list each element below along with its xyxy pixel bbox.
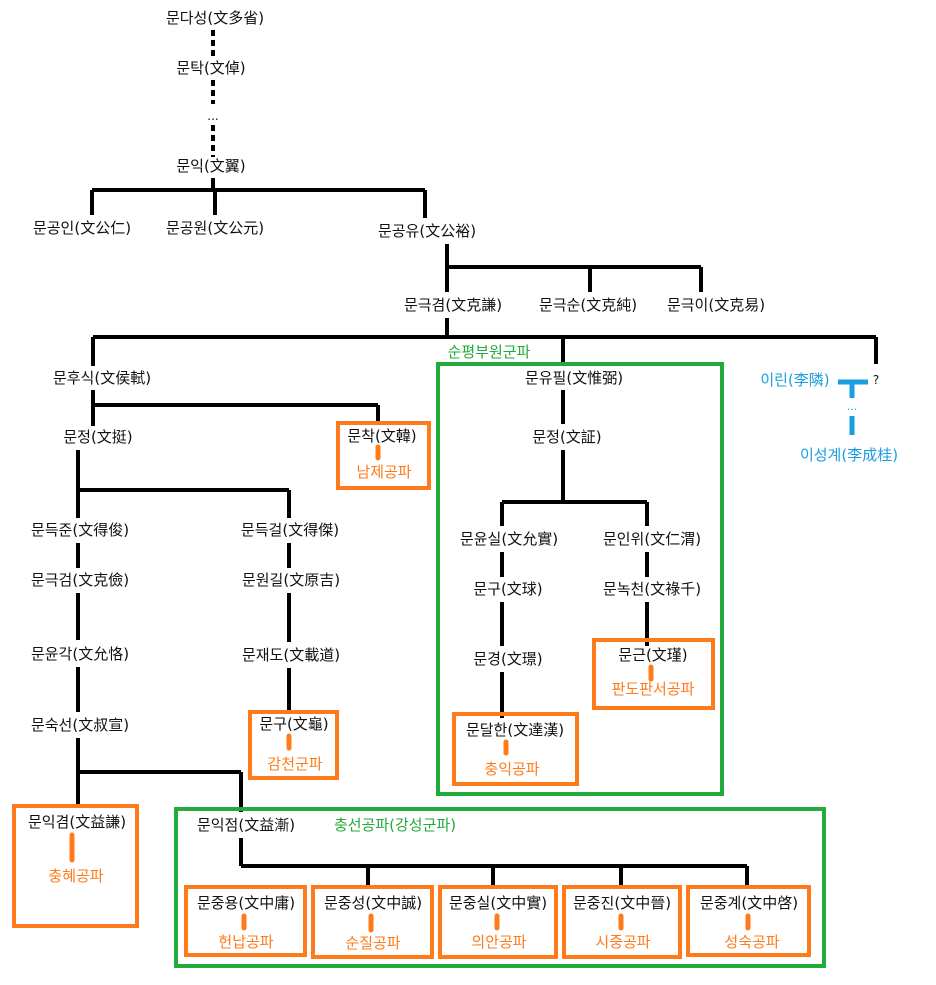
person-mun-junggye: 문중계(文中啓): [699, 894, 799, 912]
group-chungseon: 충선공파(강성군파): [333, 816, 457, 834]
person-mun-deukjun: 문득준(文得俊): [30, 521, 130, 539]
person-mun-jungseong: 문중성(文中誠): [323, 894, 423, 912]
branch-box-chungik: [452, 712, 579, 786]
group-boxes: [174, 362, 826, 968]
branch-box-uian: [438, 885, 558, 959]
person-mun-chak: 문착(文韓): [347, 427, 417, 445]
person-mun-dasung: 문다성(文多省): [165, 9, 265, 27]
branch-uian: 의안공파: [471, 933, 527, 951]
person-mun-jaedo: 문재도(文載道): [241, 646, 341, 664]
branch-box-sunjil: [311, 885, 434, 959]
person-mun-gu-1: 문구(文球): [473, 580, 543, 598]
person-mun-geukgeom: 문극검(文克儉): [30, 571, 130, 589]
branch-box-heonnap: [184, 885, 307, 957]
ellipsis-marker-2: ...: [846, 400, 858, 413]
person-mun-gongyu: 문공유(文公裕): [377, 222, 477, 240]
person-mun-sukseon: 문숙선(文叔宣): [30, 716, 130, 734]
person-mun-geukgyeom: 문극겸(文克謙): [403, 296, 503, 314]
person-mun-geun: 문근(文瑾): [618, 646, 688, 664]
branch-box-chunghye: [12, 804, 139, 928]
person-mun-ik: 문익(文翼): [176, 157, 246, 175]
branch-connectors: [69, 444, 751, 933]
person-mun-dalhan: 문달한(文達漢): [465, 721, 565, 739]
person-mun-yungak: 문윤각(文允恪): [30, 645, 130, 663]
branch-sijung: 시중공파: [595, 933, 651, 951]
branch-pando: 판도판서공파: [611, 680, 695, 698]
person-mun-jeong-2: 문정(文証): [532, 428, 602, 446]
person-mun-gyeong: 문경(文璟): [473, 650, 543, 668]
group-box-chungseon: [174, 807, 826, 968]
person-mun-inwi: 문인위(文仁渭): [602, 530, 702, 548]
person-mun-gu-2: 문구(文龜): [259, 715, 329, 733]
branch-box-gamcheon: [248, 710, 339, 780]
person-mun-tak: 문탁(文倬): [176, 59, 246, 77]
person-mun-yupil: 문유필(文惟弼): [524, 369, 624, 387]
group-box-sunpyeong: [436, 362, 724, 796]
person-mun-wongil: 문원길(文原吉): [241, 571, 341, 589]
person-mun-nokcheon: 문녹천(文祿千): [602, 580, 702, 598]
tree-lines: [76, 30, 878, 886]
person-mun-husik: 문후식(文侯軾): [52, 369, 152, 387]
branch-chungik: 충익공파: [484, 760, 540, 778]
person-mun-jeong-1: 문정(文挺): [63, 428, 133, 446]
branch-boxes: [12, 421, 811, 959]
person-mun-ikjeom: 문익점(文益漸): [196, 816, 296, 834]
ellipsis-marker: ...: [207, 109, 219, 123]
person-mun-ikgyeom: 문익겸(文益謙): [27, 813, 127, 831]
person-mun-deukgeol: 문득걸(文得傑): [240, 521, 340, 539]
person-yi-rin: 이린(李隣): [760, 371, 830, 389]
person-yi-seonggye: 이성계(李成桂): [799, 446, 899, 464]
person-mun-jungsil: 문중실(文中實): [448, 894, 548, 912]
branch-heonnap: 헌납공파: [218, 933, 274, 951]
person-mun-yunsil: 문윤실(文允實): [459, 530, 559, 548]
yi-lineage: [838, 379, 868, 435]
branch-box-sijung: [562, 885, 682, 959]
person-mun-jungjin: 문중진(文中晉): [572, 894, 672, 912]
branch-sunjil: 순질공파: [345, 934, 401, 952]
group-sunpyeong: 순평부원군파: [447, 343, 531, 361]
branch-box-namje: [336, 421, 431, 490]
branch-namje: 남제공파: [356, 463, 412, 481]
person-mun-geukyi: 문극이(文克易): [666, 296, 766, 314]
branch-gamcheon: 감천군파: [267, 755, 323, 773]
person-mun-gongin: 문공인(文公仁): [32, 219, 132, 237]
branch-box-pando: [592, 638, 715, 710]
branch-seongsuk: 성숙공파: [724, 933, 780, 951]
branch-box-seongsuk: [686, 885, 811, 957]
branch-chunghye: 충혜공파: [48, 867, 104, 885]
person-mun-jungyong: 문중용(文中庸): [196, 894, 296, 912]
person-mun-gongwon: 문공원(文公元): [165, 219, 265, 237]
person-mun-geuksun: 문극순(文克純): [538, 296, 638, 314]
unknown-marker: ?: [872, 373, 880, 387]
